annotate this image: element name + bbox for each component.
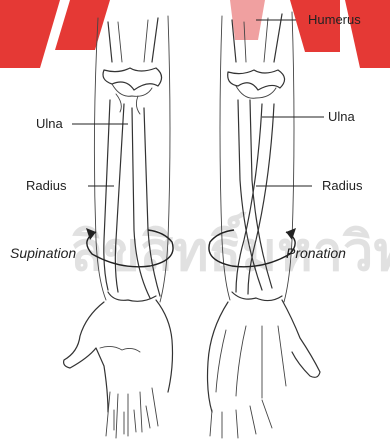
pronation-label: Pronation	[286, 245, 346, 261]
ulna-right-label: Ulna	[328, 109, 356, 124]
radius-right-label: Radius	[322, 178, 363, 193]
humerus-label: Humerus	[308, 12, 361, 27]
watermark-logo	[0, 0, 390, 68]
ulna-left-label: Ulna	[36, 116, 64, 131]
radius-left-label: Radius	[26, 178, 67, 193]
supination-label: Supination	[10, 245, 76, 261]
